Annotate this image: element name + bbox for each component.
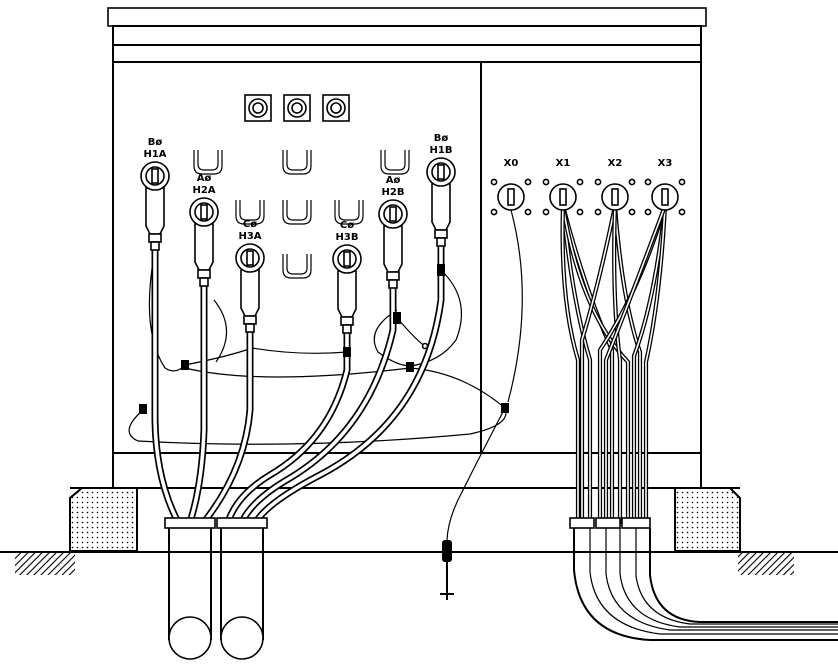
lv-cables bbox=[560, 203, 668, 525]
hv-cables bbox=[151, 242, 445, 526]
parking-stand bbox=[282, 200, 312, 225]
conduit-right bbox=[216, 517, 268, 660]
phase-label: Cø bbox=[243, 219, 257, 230]
phase-label: Bø bbox=[148, 137, 163, 148]
parking-stands bbox=[193, 150, 410, 279]
cabinet-top-cap bbox=[107, 7, 707, 27]
parking-stand bbox=[235, 200, 265, 225]
hv-bushing-H1A: Bø H1A bbox=[140, 137, 170, 251]
parking-stand bbox=[334, 200, 364, 225]
hv-bushing-H2B: Aø H2B bbox=[378, 175, 408, 289]
hv-conduits bbox=[164, 517, 268, 660]
lv-bushing-X0: X0 bbox=[490, 158, 532, 216]
ground-hatch-right bbox=[738, 553, 794, 575]
phase-label: Cø bbox=[340, 220, 354, 231]
pad-left bbox=[69, 487, 138, 552]
lv-bushing-X3: X3 bbox=[644, 158, 686, 216]
terminal-label: X3 bbox=[658, 158, 673, 169]
neutral-wires bbox=[128, 209, 523, 541]
ground-rod bbox=[440, 540, 454, 600]
connectors bbox=[139, 264, 509, 414]
terminal-label: H2A bbox=[192, 185, 215, 196]
phase-label: Aø bbox=[197, 173, 212, 184]
conduit-left bbox=[164, 517, 216, 660]
terminal-label: X0 bbox=[504, 158, 519, 169]
terminal-label: H1A bbox=[143, 149, 166, 160]
hv-bushing-H2A: Aø H2A bbox=[189, 173, 219, 287]
phase-label: Aø bbox=[386, 175, 401, 186]
parking-stand bbox=[193, 150, 223, 175]
cabinet-body bbox=[112, 25, 702, 489]
hv-bushing-H3B: Cø H3B bbox=[332, 220, 362, 334]
parking-stand bbox=[282, 254, 312, 279]
lv-bushing-X2: X2 bbox=[594, 158, 636, 216]
gauges bbox=[244, 94, 350, 122]
gauge-icon bbox=[322, 94, 350, 122]
terminal-label: H3B bbox=[336, 232, 359, 243]
hv-bushing-H1B: Bø H1B bbox=[426, 133, 456, 247]
gauge-icon bbox=[283, 94, 311, 122]
ground-wire bbox=[446, 407, 506, 541]
pad-right bbox=[674, 487, 741, 552]
lv-bushing-X1: X1 bbox=[542, 158, 584, 216]
phase-label: Bø bbox=[434, 133, 449, 144]
parking-stand bbox=[282, 150, 312, 175]
parking-stand bbox=[380, 150, 410, 175]
hv-bushing-H3A: Cø H3A bbox=[235, 219, 265, 333]
terminal-label: X2 bbox=[608, 158, 623, 169]
lv-conduit bbox=[569, 517, 838, 641]
ground bbox=[0, 551, 838, 575]
terminal-label: H2B bbox=[382, 187, 405, 198]
terminal-label: H3A bbox=[238, 231, 261, 242]
terminal-label: X1 bbox=[556, 158, 571, 169]
terminal-label: H1B bbox=[430, 145, 453, 156]
cabinet bbox=[107, 7, 707, 489]
ground-hatch-left bbox=[15, 553, 75, 575]
gauge-icon bbox=[244, 94, 272, 122]
